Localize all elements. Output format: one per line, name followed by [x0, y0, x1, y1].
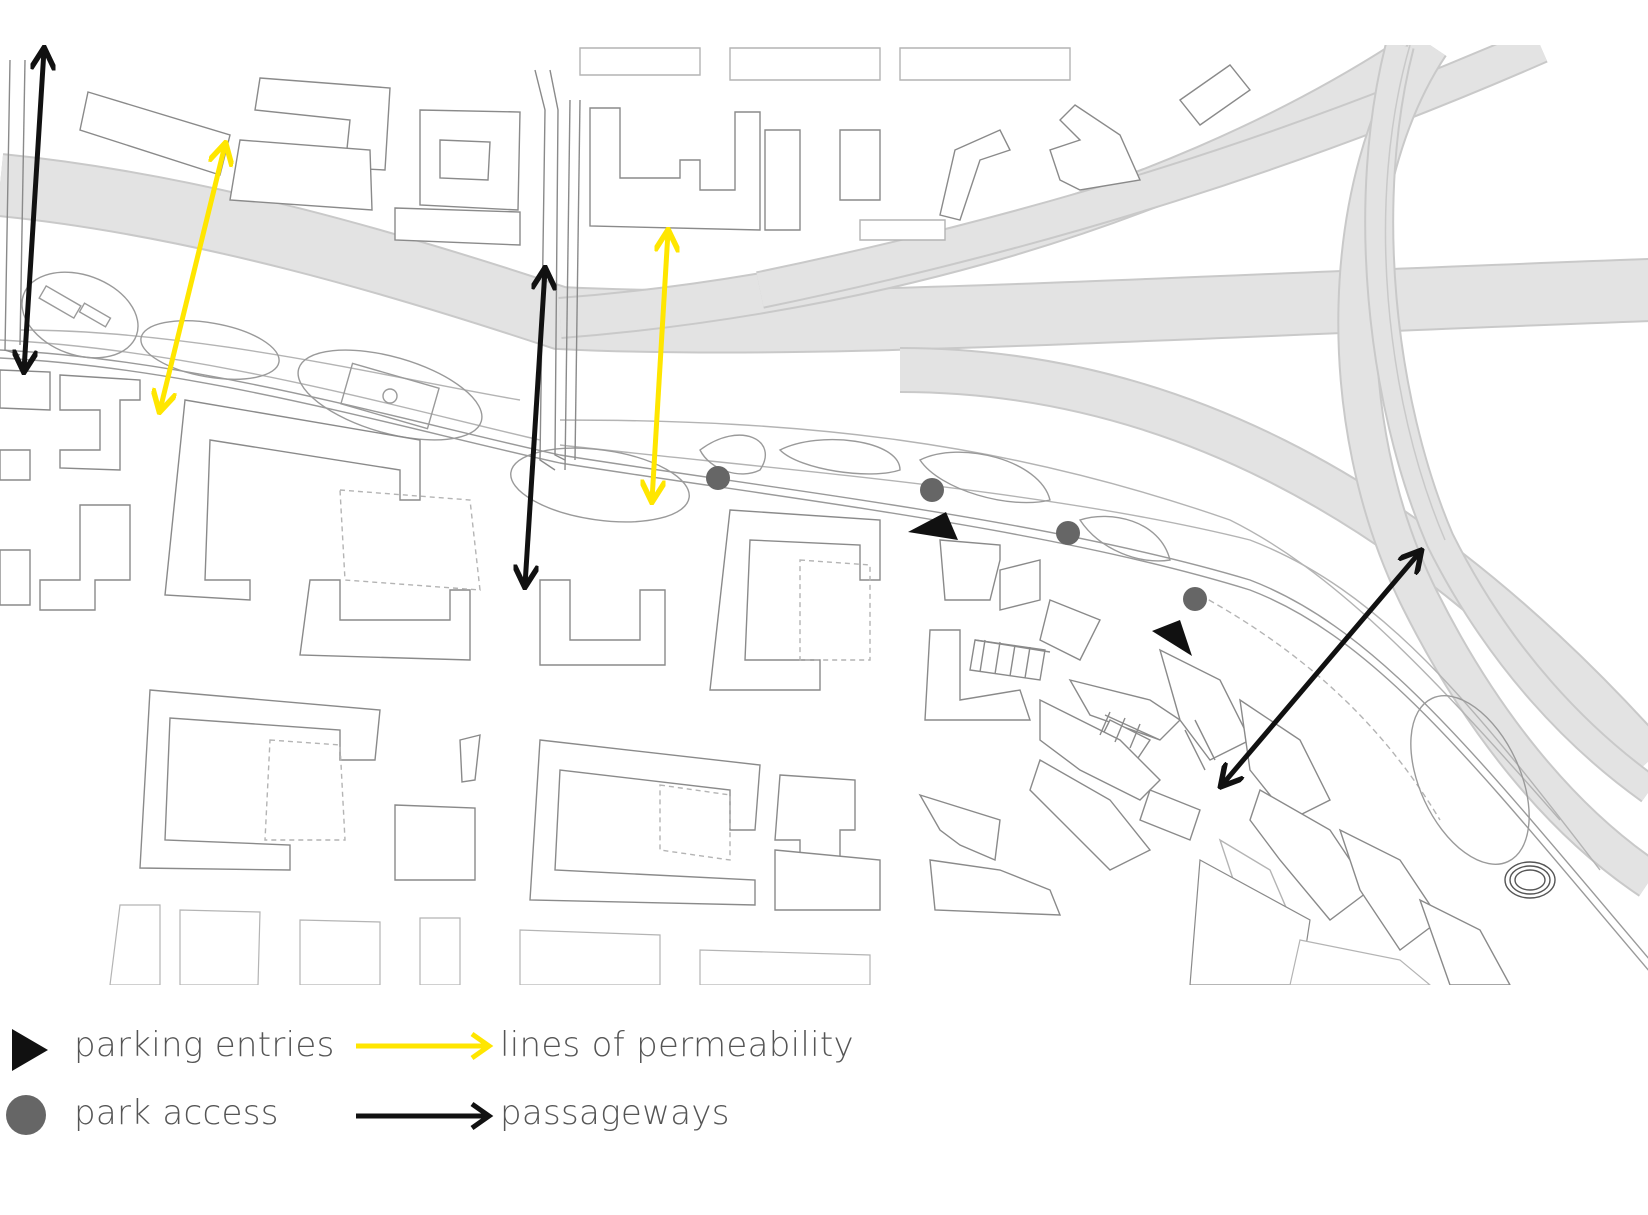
park-access-point: [1056, 521, 1080, 545]
black-arrow-icon: [356, 1101, 494, 1131]
sports-field: [340, 362, 440, 430]
passageway-lines: [24, 50, 1420, 785]
permeability-arrow-1: [160, 145, 225, 410]
park-access-point: [920, 478, 944, 502]
park-oval-2: [140, 320, 280, 380]
legend-item-parking-entries: parking entries: [0, 1015, 340, 1075]
permeability-arrow-2: [652, 232, 668, 500]
passageway-arrow-1: [24, 50, 44, 370]
yellow-arrow-icon: [356, 1031, 494, 1061]
legend-label-passageways: passageways: [500, 1093, 730, 1133]
linear-park: [0, 329, 1648, 971]
sports-field-oval: [297, 349, 483, 441]
park-access-point: [1183, 587, 1207, 611]
passageway-arrow-2: [525, 270, 545, 585]
parking-entry-marker: [1152, 620, 1192, 656]
park-oval-east: [1410, 695, 1530, 865]
buildings-south: [139, 689, 1511, 985]
legend-label-parking-entries: parking entries: [74, 1025, 335, 1065]
legend-item-park-access: park access: [0, 1085, 340, 1145]
circle-marker-icon: [6, 1095, 46, 1135]
park-access-points: [706, 466, 1207, 611]
legend-item-lines-of-permeability: lines of permeability: [350, 1015, 854, 1075]
park-oval-3: [510, 447, 690, 523]
parking-entry-marker: [908, 512, 958, 540]
site-plan-map: [0, 45, 1648, 985]
legend-label-park-access: park access: [74, 1093, 279, 1133]
buildings-far-south: [109, 859, 1431, 985]
passageway-arrow-3: [1222, 552, 1420, 785]
parking-lots: [974, 639, 1216, 771]
legend-label-lines-of-permeability: lines of permeability: [500, 1025, 854, 1065]
legend-item-passageways: passageways: [350, 1085, 850, 1145]
triangle-marker-icon: [12, 1029, 48, 1071]
park-access-point: [706, 466, 730, 490]
permeability-lines: [160, 145, 668, 500]
parking-entry-markers: [908, 512, 1192, 656]
